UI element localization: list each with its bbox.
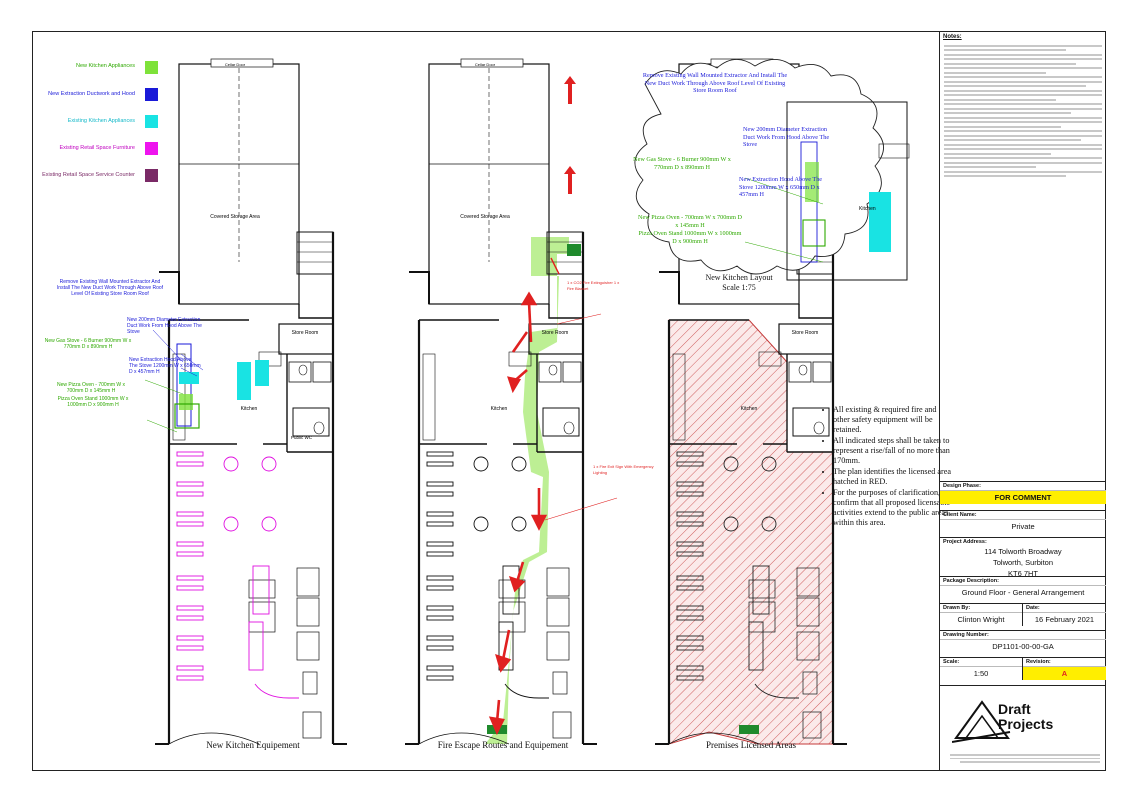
kitchen-label-3: Kitchen <box>741 406 758 412</box>
kitchen-label-2: Kitchen <box>491 406 508 412</box>
legend-item-existing-kitchen: Existing Kitchen Appliances <box>67 118 135 124</box>
cloud-note-extraction-hood: New Extraction Hood Above The Stove 1200… <box>739 176 823 198</box>
licensing-note-2: All indicated steps shall be taken to re… <box>833 436 955 466</box>
caption-panel-3: Premises Licensed Areas <box>706 740 796 750</box>
revision-value: A <box>1023 666 1106 680</box>
cloud-kitchen-label: Kitchen <box>859 206 876 212</box>
floor-plans: Covered Storage Area Cellar Door Store R… <box>144 57 910 746</box>
cloud-note-pizza-stand: Pizza Oven Stand 1000mm W x 1000mm D x 9… <box>638 230 742 245</box>
date-label: Date: <box>1023 603 1106 612</box>
note-new-duct: New 200mm Diameter Extraction Duct Work … <box>127 317 202 335</box>
cellar-label: Cellar Door <box>225 62 246 67</box>
legend-item-service-counter: Existing Retail Space Service Counter <box>42 172 135 178</box>
covered-storage-label: Covered Storage Area <box>210 214 260 220</box>
legend-item-retail-furniture: Existing Retail Space Furniture <box>59 145 135 151</box>
licensing-note-1: All existing & required fire and other s… <box>833 405 955 435</box>
cloud-note-gas-stove: New Gas Stove - 6 Burner 900mm W x 770mm… <box>633 156 731 171</box>
client-value: Private <box>940 519 1106 533</box>
note-gas-stove: New Gas Stove - 6 Burner 900mm W x 770mm… <box>44 338 132 350</box>
legend-swatch-magenta <box>145 142 158 155</box>
address-row: Project Address: 114 Tolworth Broadway T… <box>940 537 1106 579</box>
design-phase-row: Design Phase: FOR COMMENT <box>940 481 1106 504</box>
cloud-note-pizza-oven: New Pizza Oven - 700mm W x 700mm D x 145… <box>638 214 742 229</box>
title-block: Notes: Design Phase: FOR COMMENT Client … <box>939 32 1106 770</box>
design-phase-label: Design Phase: <box>940 481 1106 490</box>
cellar-label-2: Cellar Door <box>475 62 496 67</box>
drawn-by-value: Clinton Wright <box>940 612 1022 626</box>
store-room-label: Store Room <box>292 330 319 336</box>
legend-item-new-kitchen: New Kitchen Appliances <box>75 63 135 69</box>
logo-footnote <box>950 752 1100 765</box>
drawn-date-row: Drawn By: Clinton Wright Date: 16 Februa… <box>940 603 1106 631</box>
design-phase-value: FOR COMMENT <box>940 490 1106 504</box>
wc-label: Public WC <box>291 435 313 440</box>
caption-panel-2: Fire Escape Routes and Equipement <box>437 740 569 750</box>
legend-swatch-purple <box>145 169 158 182</box>
logo-area: Draft Projects <box>940 685 1106 770</box>
draft-projects-logo-icon <box>952 700 1011 743</box>
notes-body <box>940 42 1106 232</box>
legend-swatch-blue <box>145 88 158 101</box>
cloud-note-new-duct: New 200mm Diameter Extraction Duct Work … <box>743 126 830 148</box>
cloud-note-remove-extractor: Remove Existing Wall Mounted Extractor A… <box>642 72 788 94</box>
legend-swatch-cyan <box>145 115 158 128</box>
address-line-1: 114 Tolworth Broadway <box>984 547 1062 556</box>
legend-swatch-green <box>145 61 158 74</box>
drawing-number-label: Drawing Number: <box>940 630 1106 639</box>
kitchen-layout-cloud: Kitchen <box>634 59 910 281</box>
plan-fire-escape: Covered Storage Area Cellar Door Store R… <box>403 57 618 746</box>
scale-value: 1:50 <box>940 666 1022 680</box>
caption-panel-1: New Kitchen Equipement <box>206 740 300 750</box>
note-remove-extractor: Remove Existing Wall Mounted Extractor A… <box>56 279 164 297</box>
note-exit-sign: 1 x Fire Exit Sign With Emergency Lighti… <box>593 464 654 475</box>
client-label: Client Name: <box>940 510 1106 519</box>
plan-new-kitchen-equipment: Covered Storage Area Cellar Door Store R… <box>153 57 349 746</box>
drawing-number-value: DP1101-00-00-GA <box>940 639 1106 653</box>
logo-text: Draft Projects <box>998 701 1054 732</box>
licensing-note-3: The plan identifies the licensed area ha… <box>833 467 955 487</box>
package-value: Ground Floor - General Arrangement <box>940 585 1106 599</box>
kitchen-label: Kitchen <box>241 406 258 412</box>
store-room-label-2: Store Room <box>542 330 569 336</box>
scale-revision-row: Scale: 1:50 Revision: A <box>940 657 1106 685</box>
notes-title: Notes: <box>943 34 962 40</box>
drawing-area: New Kitchen Appliances New Extraction Du… <box>33 32 952 770</box>
legend-item-ductwork: New Extraction Ductwork and Hood <box>48 91 135 97</box>
drawing-number-row: Drawing Number: DP1101-00-00-GA <box>940 630 1106 653</box>
note-pizza-stand: Pizza Oven Stand 1000mm W x 1000mm D x 9… <box>57 396 129 408</box>
note-pizza-oven: New Pizza Oven - 700mm W x 700mm D x 145… <box>56 382 126 394</box>
revision-label: Revision: <box>1023 657 1106 666</box>
address-line-2: Tolworth, Surbiton <box>992 558 1054 567</box>
drawn-by-label: Drawn By: <box>940 603 1022 612</box>
cloud-caption: New Kitchen Layout Scale 1:75 <box>679 273 799 293</box>
scale-label: Scale: <box>940 657 1022 666</box>
licensing-notes: All existing & required fire and other s… <box>825 405 955 529</box>
address-label: Project Address: <box>940 537 1106 546</box>
client-row: Client Name: Private <box>940 510 1106 533</box>
cloud-caption-scale: Scale 1:75 <box>722 283 756 292</box>
date-value: 16 February 2021 <box>1023 612 1106 626</box>
note-extraction-hood: New Extraction Hood Above The Stove 1200… <box>129 357 201 375</box>
package-row: Package Description: Ground Floor - Gene… <box>940 576 1106 599</box>
address-line-3: KT6 7HT <box>1007 569 1038 578</box>
note-extinguisher: 1 x CO2 Fire Extinguisher 1 x Fire Blank… <box>567 280 620 291</box>
store-room-label-3: Store Room <box>792 330 819 336</box>
plan-licensed-areas: Store Room Kitchen <box>653 57 849 746</box>
package-label: Package Description: <box>940 576 1106 585</box>
covered-storage-label-2: Covered Storage Area <box>460 214 510 220</box>
drawing-sheet: New Kitchen Appliances New Extraction Du… <box>32 31 1106 771</box>
cloud-caption-title: New Kitchen Layout <box>705 273 773 282</box>
licensing-note-4: For the purposes of clarification, we co… <box>833 488 955 528</box>
